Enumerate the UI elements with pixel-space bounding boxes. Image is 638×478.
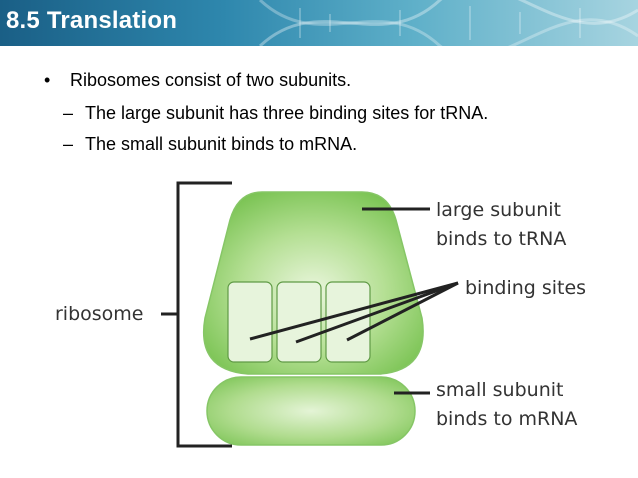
sub-bullet-small-subunit: The small subunit binds to mRNA.: [85, 134, 358, 154]
small-subunit: [206, 376, 416, 446]
binding-site-leader-3: [346, 281, 459, 342]
sub-bullet-marker: –: [63, 134, 74, 154]
ribosome-label: ribosome: [55, 303, 144, 325]
bullet-marker: •: [44, 70, 51, 90]
slide-title: 8.5 Translation: [6, 7, 178, 34]
binding-sites-label: binding sites: [465, 277, 586, 299]
large-subunit-label: large subunit: [436, 199, 561, 221]
binding-site-2: [276, 281, 322, 363]
bullet-ribosomes: Ribosomes consist of two subunits.: [70, 70, 352, 90]
small-subunit-sublabel: binds to mRNA: [436, 408, 577, 430]
binding-site-1: [227, 281, 273, 363]
sub-bullet-large-subunit: The large subunit has three binding site…: [85, 103, 489, 123]
binding-site-leader-1: [249, 281, 459, 341]
sub-bullet-marker: –: [63, 103, 74, 123]
small-subunit-label: small subunit: [436, 379, 563, 401]
large-subunit-sublabel: binds to tRNA: [436, 228, 566, 250]
dna-helix-decoration: [258, 0, 638, 46]
binding-site-leader-2: [295, 281, 459, 344]
title-bar: 8.5 Translation: [0, 0, 638, 46]
